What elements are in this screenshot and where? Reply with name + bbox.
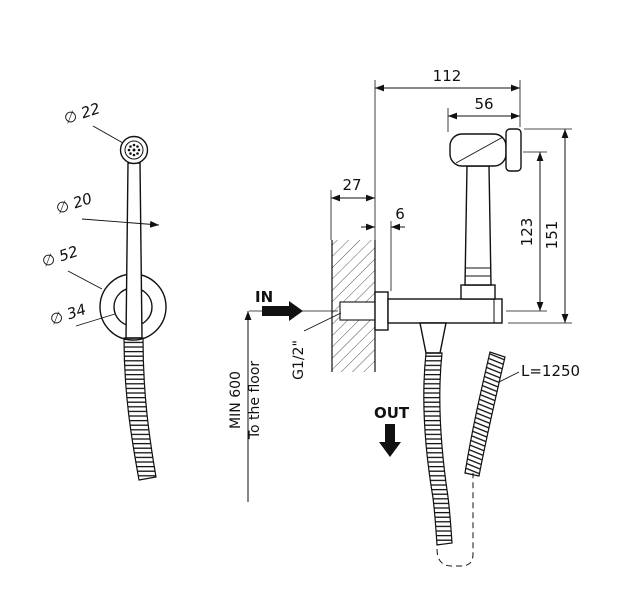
- hose-outlet-cone: [419, 322, 447, 354]
- leader-head-diameter: [92, 125, 124, 144]
- handset-holder-seat: [460, 284, 496, 300]
- outlet-arrow-icon: [379, 424, 401, 457]
- dim-151-label: 151: [543, 221, 561, 250]
- wall-flange: [374, 291, 389, 331]
- leader-handle-diameter: [81, 218, 160, 228]
- handset-side-view: ∅ 22 ∅ 20 ∅ 52 ∅ 34: [40, 99, 167, 481]
- head-diameter-label: ∅ 22: [62, 99, 103, 128]
- outlet-label: OUT: [374, 404, 410, 422]
- holder-outer-diameter-label: ∅ 52: [40, 242, 81, 271]
- min-height-label: MIN 600: [228, 371, 244, 429]
- inlet-arrow-icon: [262, 301, 303, 321]
- handset-handle: [125, 162, 143, 339]
- dim-6-label: 6: [395, 205, 405, 223]
- valve-body: [387, 298, 503, 324]
- thread-label: G1/2": [291, 340, 307, 380]
- hose-down-segment: [423, 352, 453, 546]
- dim-112-label: 112: [433, 67, 462, 85]
- hose-length-label: L=1250: [521, 362, 580, 380]
- leader-holder-outer: [67, 270, 103, 290]
- hose-loop-dashed: [436, 473, 474, 567]
- handle-diameter-label: ∅ 20: [54, 189, 95, 218]
- hose-up-segment: [464, 351, 506, 477]
- spray-nozzle-dots: [127, 143, 141, 157]
- dim-27-label: 27: [342, 176, 361, 194]
- supply-pipe: [339, 301, 376, 321]
- dim-123-label: 123: [518, 218, 536, 247]
- leader-thread: [303, 312, 342, 332]
- installation-view: 112 56 27 6 123 151 IN OUT G1/2" MIN 600…: [228, 67, 580, 567]
- mounted-head-cap: [505, 128, 522, 172]
- floor-note-label: To the floor: [247, 361, 263, 441]
- inlet-label: IN: [255, 288, 273, 306]
- leader-holder-inner: [75, 313, 116, 327]
- leader-hose-length: [498, 371, 520, 383]
- mounted-handle: [464, 165, 492, 286]
- head-cone-line: [455, 136, 504, 164]
- handset-hose: [123, 337, 157, 481]
- dim-56-label: 56: [474, 95, 493, 113]
